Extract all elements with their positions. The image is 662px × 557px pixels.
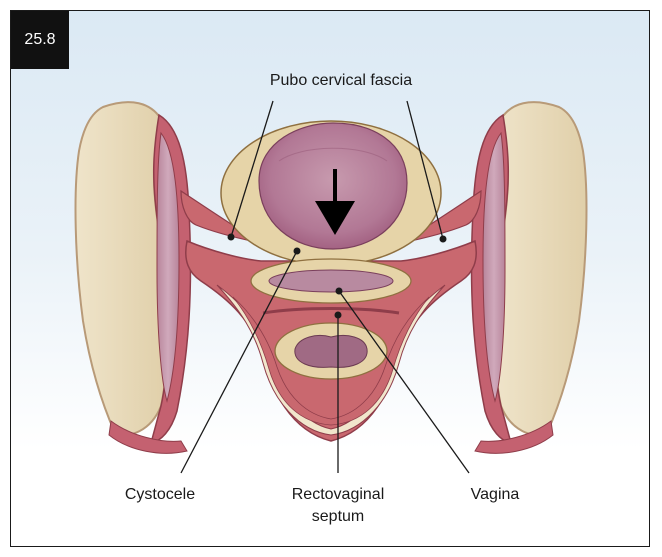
label-pubo-cervical-fascia: Pubo cervical fascia xyxy=(253,71,429,91)
label-cystocele: Cystocele xyxy=(105,485,215,505)
label-septum: septum xyxy=(273,507,403,527)
label-vagina: Vagina xyxy=(445,485,545,505)
figure-number-badge: 25.8 xyxy=(11,11,69,69)
vagina xyxy=(251,259,411,303)
label-rectovaginal: Rectovaginal xyxy=(273,485,403,505)
bladder xyxy=(221,121,441,265)
pelvic-anatomy-illustration xyxy=(11,11,650,547)
rectum xyxy=(275,323,387,379)
left-pelvic-bone xyxy=(76,102,191,453)
figure-frame: 25.8 Pubo cervical fascia Cystocele Rect… xyxy=(10,10,650,547)
right-pelvic-bone xyxy=(472,102,587,453)
